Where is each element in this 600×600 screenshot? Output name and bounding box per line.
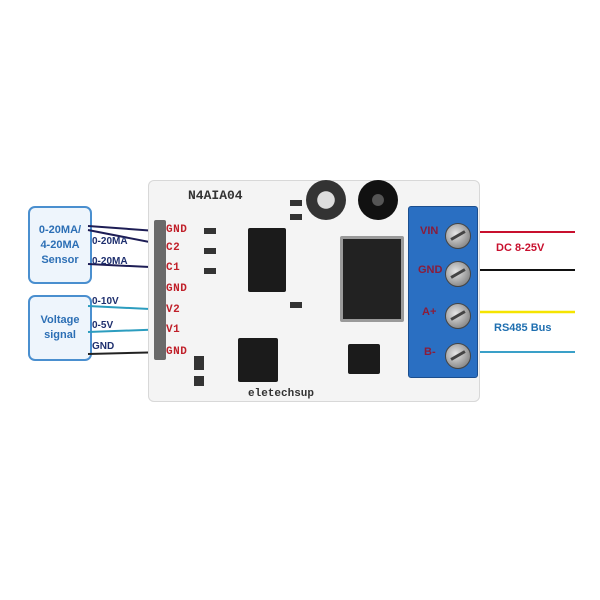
current-sensor-line2: 4-20MA	[40, 238, 80, 251]
smd-1	[204, 228, 216, 234]
smd-8	[194, 376, 204, 386]
wire-label-gnd: GND	[92, 341, 115, 352]
voltage-signal-line2: signal	[44, 329, 76, 341]
pin-header	[154, 220, 166, 360]
smd-6	[290, 302, 302, 308]
wire-label-v1: 0-5V	[92, 320, 114, 331]
smd-3	[204, 268, 216, 274]
terminal-label-gnd: GND	[418, 264, 443, 276]
screw-gnd	[445, 261, 471, 287]
screw-b	[445, 343, 471, 369]
voltage-signal-label: Voltage signal	[28, 295, 92, 361]
pin-label-c1: C1	[166, 262, 181, 274]
current-sensor-line3: Sensor	[41, 253, 79, 266]
ic-chip-1	[248, 228, 286, 292]
pin-label-v2: V2	[166, 304, 181, 316]
board-model: N4AIA04	[188, 188, 243, 203]
terminal-block	[408, 206, 478, 378]
smd-5	[290, 214, 302, 220]
smd-4	[290, 200, 302, 206]
smd-7	[194, 356, 204, 370]
smd-2	[204, 248, 216, 254]
pin-label-gnd-top: GND	[166, 224, 188, 236]
screw-a	[445, 303, 471, 329]
wire-label-v2: 0-10V	[92, 296, 119, 307]
pin-label-c2: C2	[166, 242, 181, 254]
capacitor-1	[306, 180, 346, 220]
voltage-signal-line1: Voltage	[40, 314, 80, 326]
pin-label-gnd-bottom: GND	[166, 346, 188, 358]
regulator-chip	[340, 236, 404, 322]
power-label: DC 8-25V	[496, 242, 545, 254]
ic-chip-2	[238, 338, 278, 382]
ic-chip-3	[348, 344, 380, 374]
rs485-label: RS485 Bus	[494, 322, 552, 334]
terminal-label-a: A+	[422, 306, 437, 318]
pin-label-v1: V1	[166, 324, 181, 336]
wire-label-c2: 0-20MA	[92, 236, 128, 247]
terminal-label-vin: VIN	[420, 225, 439, 237]
wire-label-c1: 0-20MA	[92, 256, 128, 267]
terminal-label-b: B-	[424, 346, 436, 358]
pin-label-gnd-mid: GND	[166, 283, 188, 295]
screw-vin	[445, 223, 471, 249]
capacitor-2	[358, 180, 398, 220]
current-sensor-line1: 0-20MA/	[38, 223, 82, 236]
current-sensor-label: 0-20MA/ 4-20MA Sensor	[28, 206, 92, 284]
board-brand: eletechsup	[248, 388, 315, 400]
